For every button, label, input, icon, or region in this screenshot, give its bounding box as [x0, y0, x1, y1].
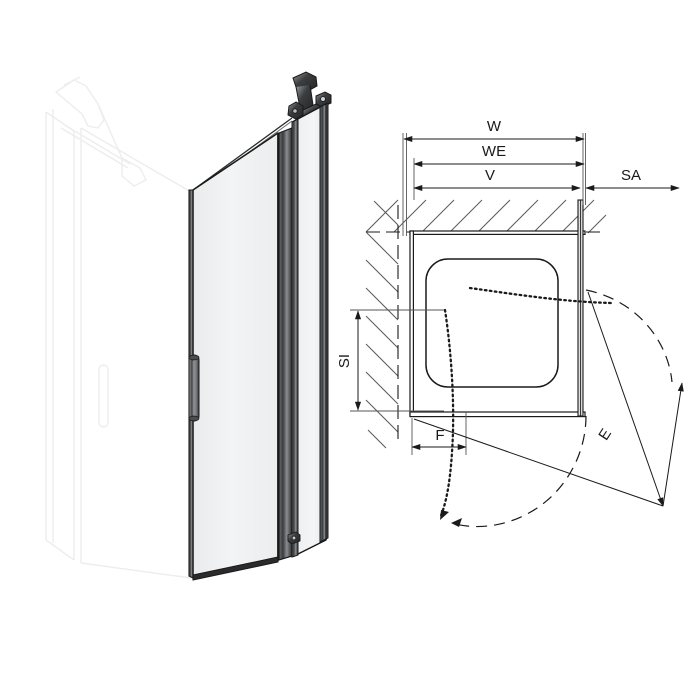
dimension-label-V: V — [485, 167, 495, 184]
dimension-E: E — [413, 291, 684, 507]
shower-tray-outline — [425, 258, 559, 388]
dashed-arc-arrow — [451, 518, 462, 527]
ghost-frame-outline — [45, 76, 192, 579]
dimension-label-W: W — [487, 118, 502, 135]
door-swing-arc-outward — [454, 289, 673, 528]
dimension-SA: SA — [585, 167, 680, 192]
narrow-fixed-glass-panel — [291, 102, 329, 558]
hinged-door-glass-panel[interactable] — [277, 127, 293, 561]
dimension-label-E: E — [595, 426, 615, 444]
plan-view: W WE V SA SI F — [336, 118, 684, 528]
dimension-SI: SI — [336, 310, 362, 411]
dimension-label-SI: SI — [336, 354, 353, 368]
door-swing-arc-inward — [438, 286, 614, 520]
door-handle[interactable] — [188, 354, 200, 422]
fixed-side-glass-panel — [188, 132, 279, 581]
left-wall-hatched — [365, 200, 399, 449]
enclosure-plan-frame — [409, 199, 586, 418]
dimension-label-F: F — [435, 427, 444, 444]
width-extension-lines — [402, 133, 586, 236]
isometric-view — [45, 71, 332, 581]
dimension-F: F — [411, 427, 467, 451]
dimension-WE: WE — [413, 143, 585, 200]
top-wall-hatched — [365, 199, 607, 234]
dimension-label-SA: SA — [621, 167, 641, 184]
si-extension-lines — [350, 309, 444, 412]
dimension-W: W — [403, 118, 585, 143]
dimension-V: V — [413, 167, 581, 192]
bottom-hinge-bracket — [287, 531, 301, 545]
dimension-label-WE: WE — [482, 143, 506, 160]
dotted-arc-arrow — [440, 510, 449, 520]
